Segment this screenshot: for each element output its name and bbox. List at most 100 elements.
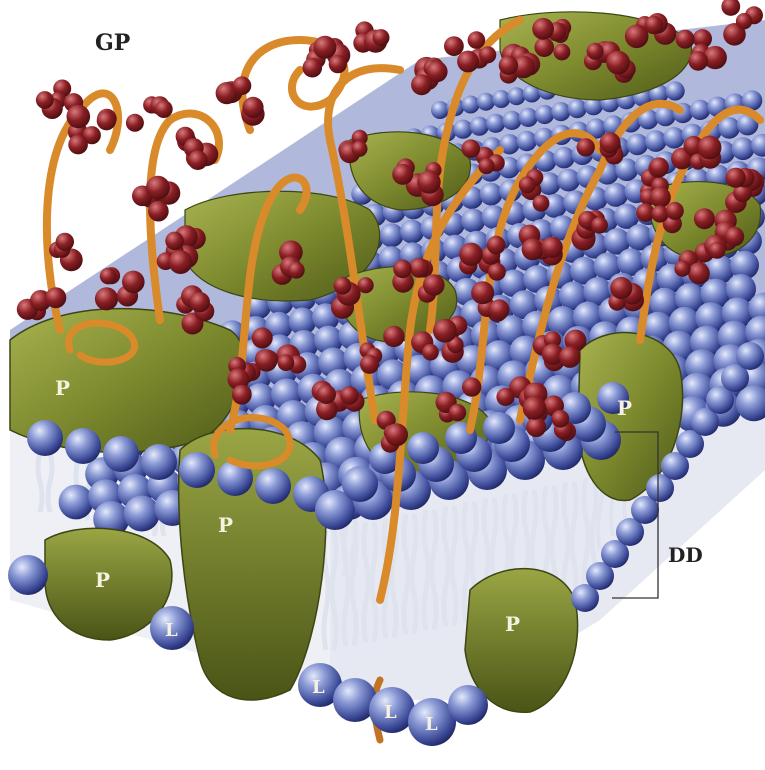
label-protein: P xyxy=(95,568,110,592)
sugar-bead xyxy=(383,326,404,347)
label-lipid: L xyxy=(165,620,178,641)
sugar-bead xyxy=(165,232,184,251)
sugar-bead xyxy=(126,114,144,132)
lipid-head xyxy=(453,120,472,139)
sugar-bead xyxy=(97,111,116,130)
sugar-bead xyxy=(698,136,722,160)
sugar-bead xyxy=(522,238,544,260)
sugar-bead xyxy=(471,281,494,304)
sugar-bead xyxy=(352,141,368,157)
sugar-bead xyxy=(533,195,550,212)
sugar-bead xyxy=(462,139,481,158)
sugar-bead xyxy=(650,157,669,176)
sugar-bead xyxy=(190,292,210,312)
lipid-head xyxy=(380,223,404,247)
sugar-bead xyxy=(551,410,569,428)
sugar-bead xyxy=(459,243,482,266)
sugar-bead xyxy=(56,233,74,251)
lipid-head xyxy=(431,101,449,119)
sugar-bead xyxy=(541,237,562,258)
sugar-bead xyxy=(385,423,408,446)
label-lipid: L xyxy=(384,702,397,723)
lipid-head xyxy=(480,183,503,206)
sugar-bead xyxy=(554,44,571,61)
sugar-bead xyxy=(625,25,649,49)
sugar-bead xyxy=(688,262,710,284)
sugar-bead xyxy=(487,236,506,255)
sugar-bead xyxy=(278,354,295,371)
sugar-bead xyxy=(433,319,457,343)
sugar-bead xyxy=(148,201,169,222)
sugar-bead xyxy=(651,205,668,222)
sugar-bead xyxy=(532,18,554,40)
label-dd: DD xyxy=(668,543,703,567)
sugar-bead xyxy=(479,46,496,63)
sugar-bead xyxy=(288,262,305,279)
sugar-bead xyxy=(688,51,708,71)
lipid-head xyxy=(508,87,526,105)
sugar-bead xyxy=(489,299,510,320)
sugar-bead xyxy=(232,385,252,405)
lipid-head xyxy=(470,117,489,136)
sugar-bead xyxy=(499,56,518,75)
label-gp: GP xyxy=(95,30,130,56)
sugar-bead xyxy=(650,187,671,208)
lipid-head xyxy=(568,99,587,118)
sugar-bead xyxy=(340,386,358,404)
lipid-head-bottom xyxy=(8,555,48,595)
sugar-bead xyxy=(577,138,595,156)
lipid-head-bottom xyxy=(448,685,488,725)
lipid-head xyxy=(553,147,575,169)
sugar-bead xyxy=(68,135,88,155)
lipid-head xyxy=(732,137,755,160)
lipid-head xyxy=(666,81,685,100)
sugar-bead xyxy=(393,260,412,279)
lipid-head xyxy=(141,444,177,480)
sugar-bead xyxy=(449,404,466,421)
label-protein: P xyxy=(505,612,520,636)
sugar-bead xyxy=(676,30,695,49)
sugar-bead xyxy=(457,51,479,73)
sugar-bead xyxy=(36,91,54,109)
sugar-bead xyxy=(736,13,752,29)
sugar-bead xyxy=(488,263,506,281)
label-lipid: L xyxy=(312,677,325,698)
lipid-head xyxy=(103,436,139,472)
lipid-head xyxy=(690,100,710,120)
lipid-head xyxy=(400,220,424,244)
lipid-head xyxy=(551,102,570,121)
sugar-bead xyxy=(468,31,486,49)
lipid-head xyxy=(486,114,505,133)
sugar-bead xyxy=(95,287,118,310)
sugar-bead xyxy=(526,417,546,437)
sugar-bead xyxy=(444,36,464,56)
sugar-bead xyxy=(67,105,91,129)
lipid-head xyxy=(663,127,685,149)
sugar-bead xyxy=(694,208,715,229)
sugar-bead xyxy=(645,16,664,35)
sugar-bead xyxy=(303,58,323,78)
lipid-head xyxy=(557,169,580,192)
sugar-bead xyxy=(360,355,379,374)
lipid-head xyxy=(59,485,94,520)
sugar-bead xyxy=(188,150,208,170)
label-lipid: L xyxy=(425,714,438,735)
sugar-bead xyxy=(313,36,336,59)
sugar-bead xyxy=(726,168,746,188)
sugar-bead xyxy=(534,37,554,57)
lipid-head xyxy=(407,432,439,464)
sugar-bead xyxy=(169,250,193,274)
sugar-bead xyxy=(329,55,347,73)
sugar-bead xyxy=(610,277,632,299)
sugar-bead xyxy=(496,388,514,406)
sugar-bead xyxy=(155,100,173,118)
sugar-bead xyxy=(591,217,608,234)
label-protein: P xyxy=(55,376,70,400)
lipid-head xyxy=(627,134,649,156)
sugar-bead xyxy=(478,158,494,174)
sugar-bead xyxy=(334,277,352,295)
sugar-bead xyxy=(426,61,447,82)
sugar-bead xyxy=(417,170,440,193)
